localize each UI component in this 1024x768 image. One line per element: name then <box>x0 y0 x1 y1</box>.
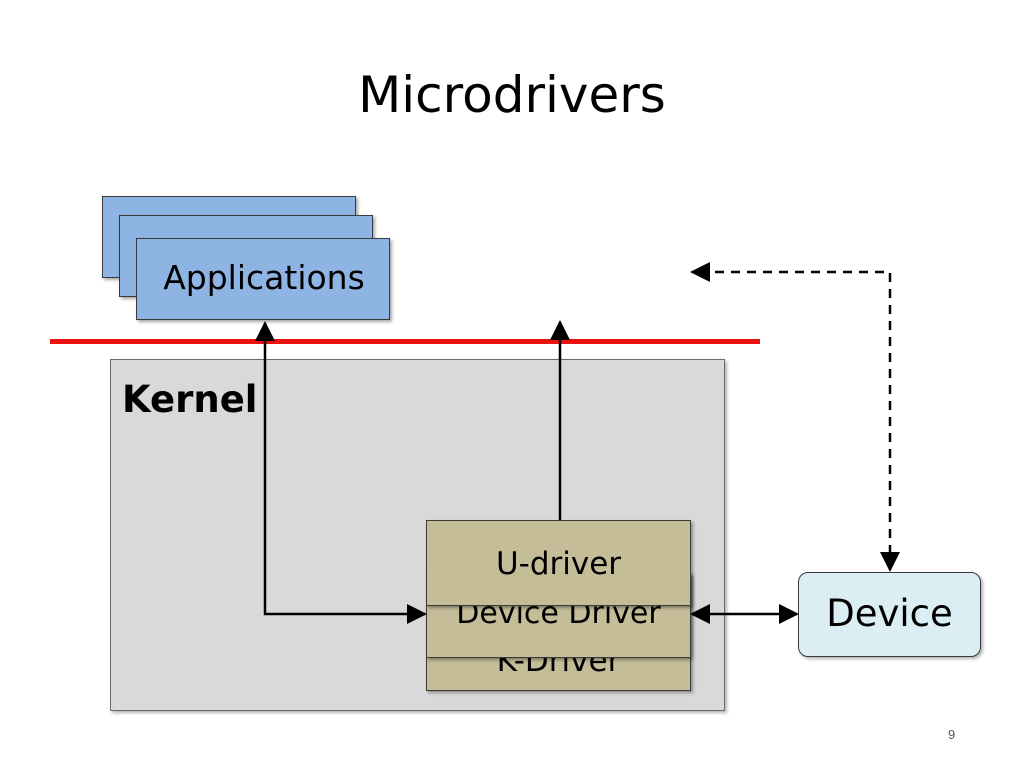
page-number: 9 <box>948 727 956 742</box>
app-to-driver-arrow <box>255 321 427 624</box>
slide-title: Microdrivers <box>358 66 666 124</box>
u-driver-label: U-driver <box>495 546 622 582</box>
applications-label: Applications <box>163 258 365 297</box>
application-card-front <box>136 238 390 320</box>
device-box <box>798 572 981 657</box>
device-label: Device <box>826 592 953 635</box>
kernel-label: Kernel <box>122 378 258 421</box>
device-to-user-dashed-arrow <box>690 262 900 572</box>
device-driver-box: Device Driver <box>426 572 691 658</box>
